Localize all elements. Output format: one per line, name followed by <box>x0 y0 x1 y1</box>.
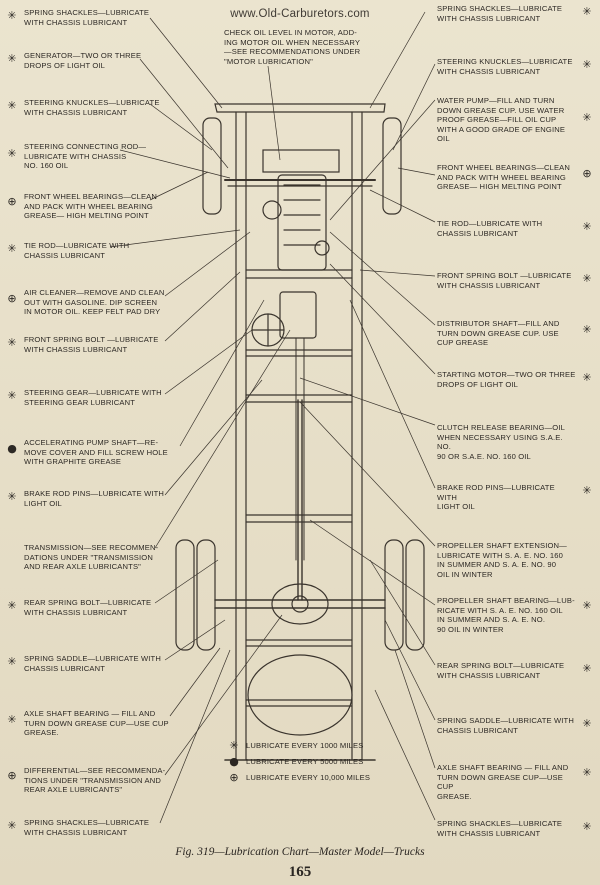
right-label: REAR SPRING BOLT—LUBRICATE WITH CHASSIS … <box>437 661 565 680</box>
right-label: WATER PUMP—FILL AND TURN DOWN GREASE CUP… <box>437 96 566 144</box>
left-label: SPRING SHACKLES—LUBRICATE WITH CHASSIS L… <box>24 818 150 837</box>
left-label: STEERING GEAR—LUBRICATE WITH STEERING GE… <box>24 388 162 407</box>
thousand-mile-symbol-icon: ✳ <box>582 484 592 497</box>
right-label: DISTRIBUTOR SHAFT—FILL AND TURN DOWN GRE… <box>437 319 560 348</box>
left-label: GENERATOR—TWO OR THREE DROPS OF LIGHT OI… <box>24 51 142 70</box>
ten-thousand-mile-symbol-icon: ⊕ <box>229 771 239 784</box>
spare-tire <box>247 654 353 736</box>
right-label: BRAKE ROD PINS—LUBRICATE WITH LIGHT OIL <box>437 483 555 512</box>
right-label: FRONT SPRING BOLT —LUBRICATE WITH CHASSI… <box>437 271 572 290</box>
thousand-mile-symbol-icon: ✳ <box>582 599 592 612</box>
left-label: AXLE SHAFT BEARING — FILL AND TURN DOWN … <box>24 709 169 738</box>
thousand-mile-symbol-icon: ✳ <box>582 323 592 336</box>
left-label: AIR CLEANER—REMOVE AND CLEAN OUT WITH GA… <box>24 288 165 317</box>
radiator <box>262 149 340 173</box>
thousand-mile-symbol-icon: ✳ <box>582 662 592 675</box>
right-label: PROPELLER SHAFT EXTENSION— LUBRICATE WIT… <box>437 541 567 579</box>
thousand-mile-symbol-icon: ✳ <box>7 655 17 668</box>
right-label: SPRING SHACKLES—LUBRICATE WITH CHASSIS L… <box>437 819 563 838</box>
legend-text: LUBRICATE EVERY 5000 MILES <box>246 757 364 766</box>
left-label: FRONT WHEEL BEARINGS—CLEAN AND PACK WITH… <box>24 192 158 221</box>
thousand-mile-symbol-icon: ✳ <box>7 336 17 349</box>
left-label: STEERING KNUCKLES—LUBRICATE WITH CHASSIS… <box>24 98 160 117</box>
five-thousand-mile-symbol-icon: ● <box>229 755 239 768</box>
thousand-mile-symbol-icon: ✳ <box>7 242 17 255</box>
thousand-mile-symbol-icon: ✳ <box>582 58 592 71</box>
ten-thousand-mile-symbol-icon: ⊕ <box>582 167 592 180</box>
thousand-mile-symbol-icon: ✳ <box>229 739 239 752</box>
left-label: ACCELERATING PUMP SHAFT—RE- MOVE COVER A… <box>24 438 168 467</box>
ten-thousand-mile-symbol-icon: ⊕ <box>7 769 17 782</box>
thousand-mile-symbol-icon: ✳ <box>582 371 592 384</box>
thousand-mile-symbol-icon: ✳ <box>582 111 592 124</box>
thousand-mile-symbol-icon: ✳ <box>7 9 17 22</box>
figure-caption: Fig. 319—Lubrication Chart—Master Model—… <box>175 846 425 858</box>
right-label: PROPELLER SHAFT BEARING—LUB- RICATE WITH… <box>437 596 575 634</box>
left-label: TRANSMISSION—SEE RECOMMEN- DATIONS UNDER… <box>24 543 159 572</box>
thousand-mile-symbol-icon: ✳ <box>7 147 17 160</box>
thousand-mile-symbol-icon: ✳ <box>582 766 592 779</box>
rear-wheel-right-outer <box>405 539 425 651</box>
right-label: SPRING SADDLE—LUBRICATE WITH CHASSIS LUB… <box>437 716 574 735</box>
rear-wheel-right-inner <box>384 539 404 651</box>
rear-wheel-left-outer <box>175 539 195 651</box>
page-number: 165 <box>288 864 312 880</box>
left-label: SPRING SADDLE—LUBRICATE WITH CHASSIS LUB… <box>24 654 161 673</box>
legend-text: LUBRICATE EVERY 10,000 MILES <box>246 773 371 782</box>
top-note: CHECK OIL LEVEL IN MOTOR, ADD- ING MOTOR… <box>224 28 361 66</box>
thousand-mile-symbol-icon: ✳ <box>7 819 17 832</box>
thousand-mile-symbol-icon: ✳ <box>582 820 592 833</box>
left-label: BRAKE ROD PINS—LUBRICATE WITH LIGHT OIL <box>24 489 165 508</box>
left-label: TIE ROD—LUBRICATE WITH CHASSIS LUBRICANT <box>24 241 130 260</box>
thousand-mile-symbol-icon: ✳ <box>7 713 17 726</box>
thousand-mile-symbol-icon: ✳ <box>7 389 17 402</box>
front-bumper <box>214 103 386 113</box>
right-label: CLUTCH RELEASE BEARING—OIL WHEN NECESSAR… <box>437 423 565 461</box>
watermark: www.Old-Carburetors.com <box>230 8 370 20</box>
thousand-mile-symbol-icon: ✳ <box>582 272 592 285</box>
thousand-mile-symbol-icon: ✳ <box>7 599 17 612</box>
right-label: AXLE SHAFT BEARING — FILL AND TURN DOWN … <box>437 763 569 801</box>
thousand-mile-symbol-icon: ✳ <box>582 717 592 730</box>
right-label: TIE ROD—LUBRICATE WITH CHASSIS LUBRICANT <box>437 219 543 238</box>
right-label: STARTING MOTOR—TWO OR THREE DROPS OF LIG… <box>437 370 576 389</box>
rear-wheel-left-inner <box>196 539 216 651</box>
front-wheel-right <box>382 117 402 215</box>
thousand-mile-symbol-icon: ✳ <box>582 220 592 233</box>
thousand-mile-symbol-icon: ✳ <box>7 99 17 112</box>
left-label: STEERING CONNECTING ROD— LUBRICATE WITH … <box>24 142 147 171</box>
left-label: DIFFERENTIAL—SEE RECOMMENDA- TIONS UNDER… <box>24 766 166 795</box>
left-label: FRONT SPRING BOLT —LUBRICATE WITH CHASSI… <box>24 335 159 354</box>
engine <box>277 174 327 271</box>
ten-thousand-mile-symbol-icon: ⊕ <box>7 292 17 305</box>
left-label: SPRING SHACKLES—LUBRICATE WITH CHASSIS L… <box>24 8 150 27</box>
right-label: STEERING KNUCKLES—LUBRICATE WITH CHASSIS… <box>437 57 573 76</box>
ten-thousand-mile-symbol-icon: ⊕ <box>7 195 17 208</box>
left-label: REAR SPRING BOLT—LUBRICATE WITH CHASSIS … <box>24 598 152 617</box>
front-wheel-left <box>202 117 222 215</box>
right-label: SPRING SHACKLES—LUBRICATE WITH CHASSIS L… <box>437 4 563 23</box>
right-label: FRONT WHEEL BEARINGS—CLEAN AND PACK WITH… <box>437 163 571 192</box>
five-thousand-mile-symbol-icon: ● <box>7 442 17 455</box>
thousand-mile-symbol-icon: ✳ <box>582 5 592 18</box>
thousand-mile-symbol-icon: ✳ <box>7 490 17 503</box>
thousand-mile-symbol-icon: ✳ <box>7 52 17 65</box>
legend-text: LUBRICATE EVERY 1000 MILES <box>246 741 364 750</box>
